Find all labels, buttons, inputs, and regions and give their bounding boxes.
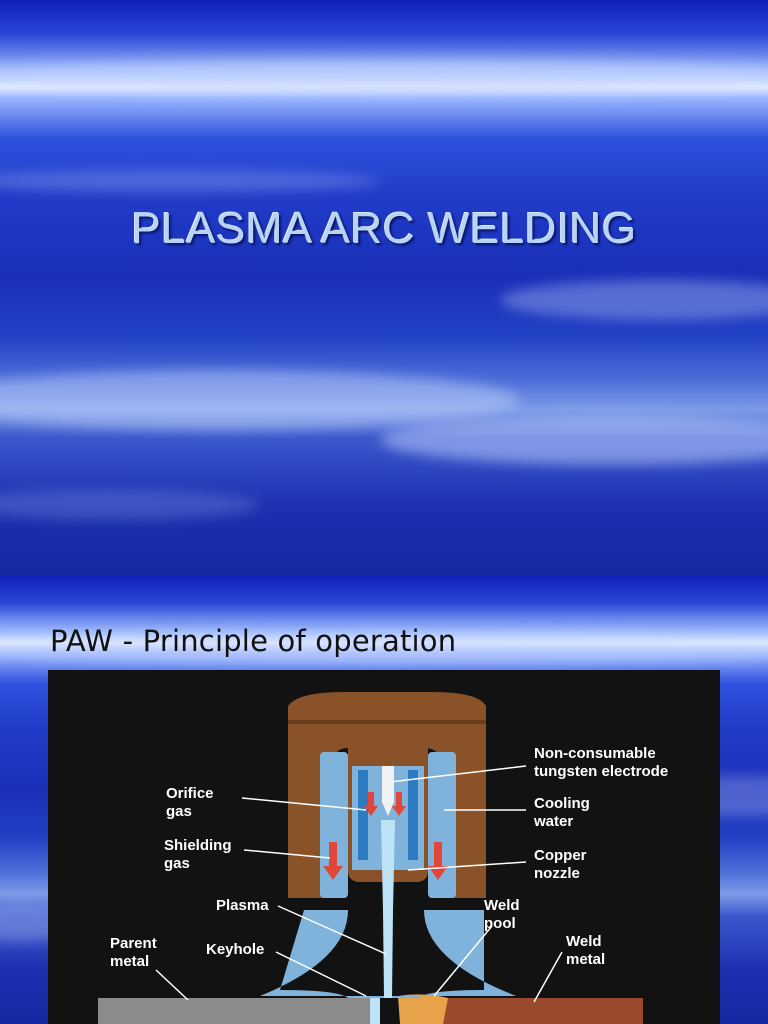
label-cooling-water-2: water — [533, 813, 573, 830]
weld-pool — [398, 994, 448, 1024]
slide-title: PLASMA ARC WELDING — [131, 204, 637, 253]
shielding-gas-arrow-right — [428, 842, 448, 880]
content-slide: PAW - Principle of operation — [0, 576, 768, 1024]
label-copper-nozzle-2: nozzle — [534, 865, 580, 882]
label-weld-metal-2: metal — [566, 951, 605, 968]
cloud-streak — [500, 280, 768, 320]
copper-body — [288, 692, 486, 898]
label-keyhole: Keyhole — [206, 941, 264, 958]
label-shielding-gas-1: Shielding — [164, 837, 232, 854]
label-plasma: Plasma — [216, 897, 269, 914]
leader-lines — [155, 765, 563, 1003]
plasma-cone — [260, 910, 516, 998]
label-shielding-gas-2: gas — [164, 855, 190, 872]
label-cooling-water-1: Cooling — [534, 795, 590, 812]
paw-diagram-svg: Orifice gas Shielding gas Plasma Parent … — [98, 692, 668, 1024]
title-slide: PLASMA ARC WELDING — [0, 0, 768, 576]
label-orifice-gas-2: gas — [166, 803, 192, 820]
label-parent-metal-2: metal — [110, 953, 149, 970]
cloud-streak — [0, 490, 260, 520]
tungsten-electrode — [382, 766, 394, 816]
label-copper-nozzle-1: Copper — [534, 847, 587, 864]
keyhole — [370, 996, 380, 1024]
paw-diagram: Orifice gas Shielding gas Plasma Parent … — [48, 670, 720, 1024]
weld-metal — [423, 998, 643, 1024]
label-electrode-2: tungsten electrode — [534, 763, 668, 780]
parent-metal — [98, 998, 378, 1024]
plasma-column — [381, 820, 395, 998]
label-orifice-gas-1: Orifice — [166, 785, 214, 802]
sky-background — [0, 0, 768, 576]
label-weld-pool-1: Weld — [484, 897, 520, 914]
cloud-streak — [0, 370, 520, 430]
orifice-gas-arrow-left — [364, 792, 378, 816]
cloud-streak — [0, 634, 768, 664]
cloud-streak — [380, 415, 768, 465]
slide-heading: PAW - Principle of operation — [50, 624, 457, 658]
cooling-water-left — [320, 752, 348, 898]
label-weld-pool-2: pool — [484, 915, 516, 932]
shielding-gas-arrow-left — [323, 842, 343, 880]
cloud-streak — [0, 170, 380, 192]
label-parent-metal-1: Parent — [110, 935, 157, 952]
label-weld-metal-1: Weld — [566, 933, 602, 950]
label-electrode-1: Non-consumable — [534, 745, 656, 762]
orifice-gas-arrow-right — [392, 792, 406, 816]
cloud-streak — [0, 60, 768, 94]
cooling-water-right — [428, 752, 456, 898]
